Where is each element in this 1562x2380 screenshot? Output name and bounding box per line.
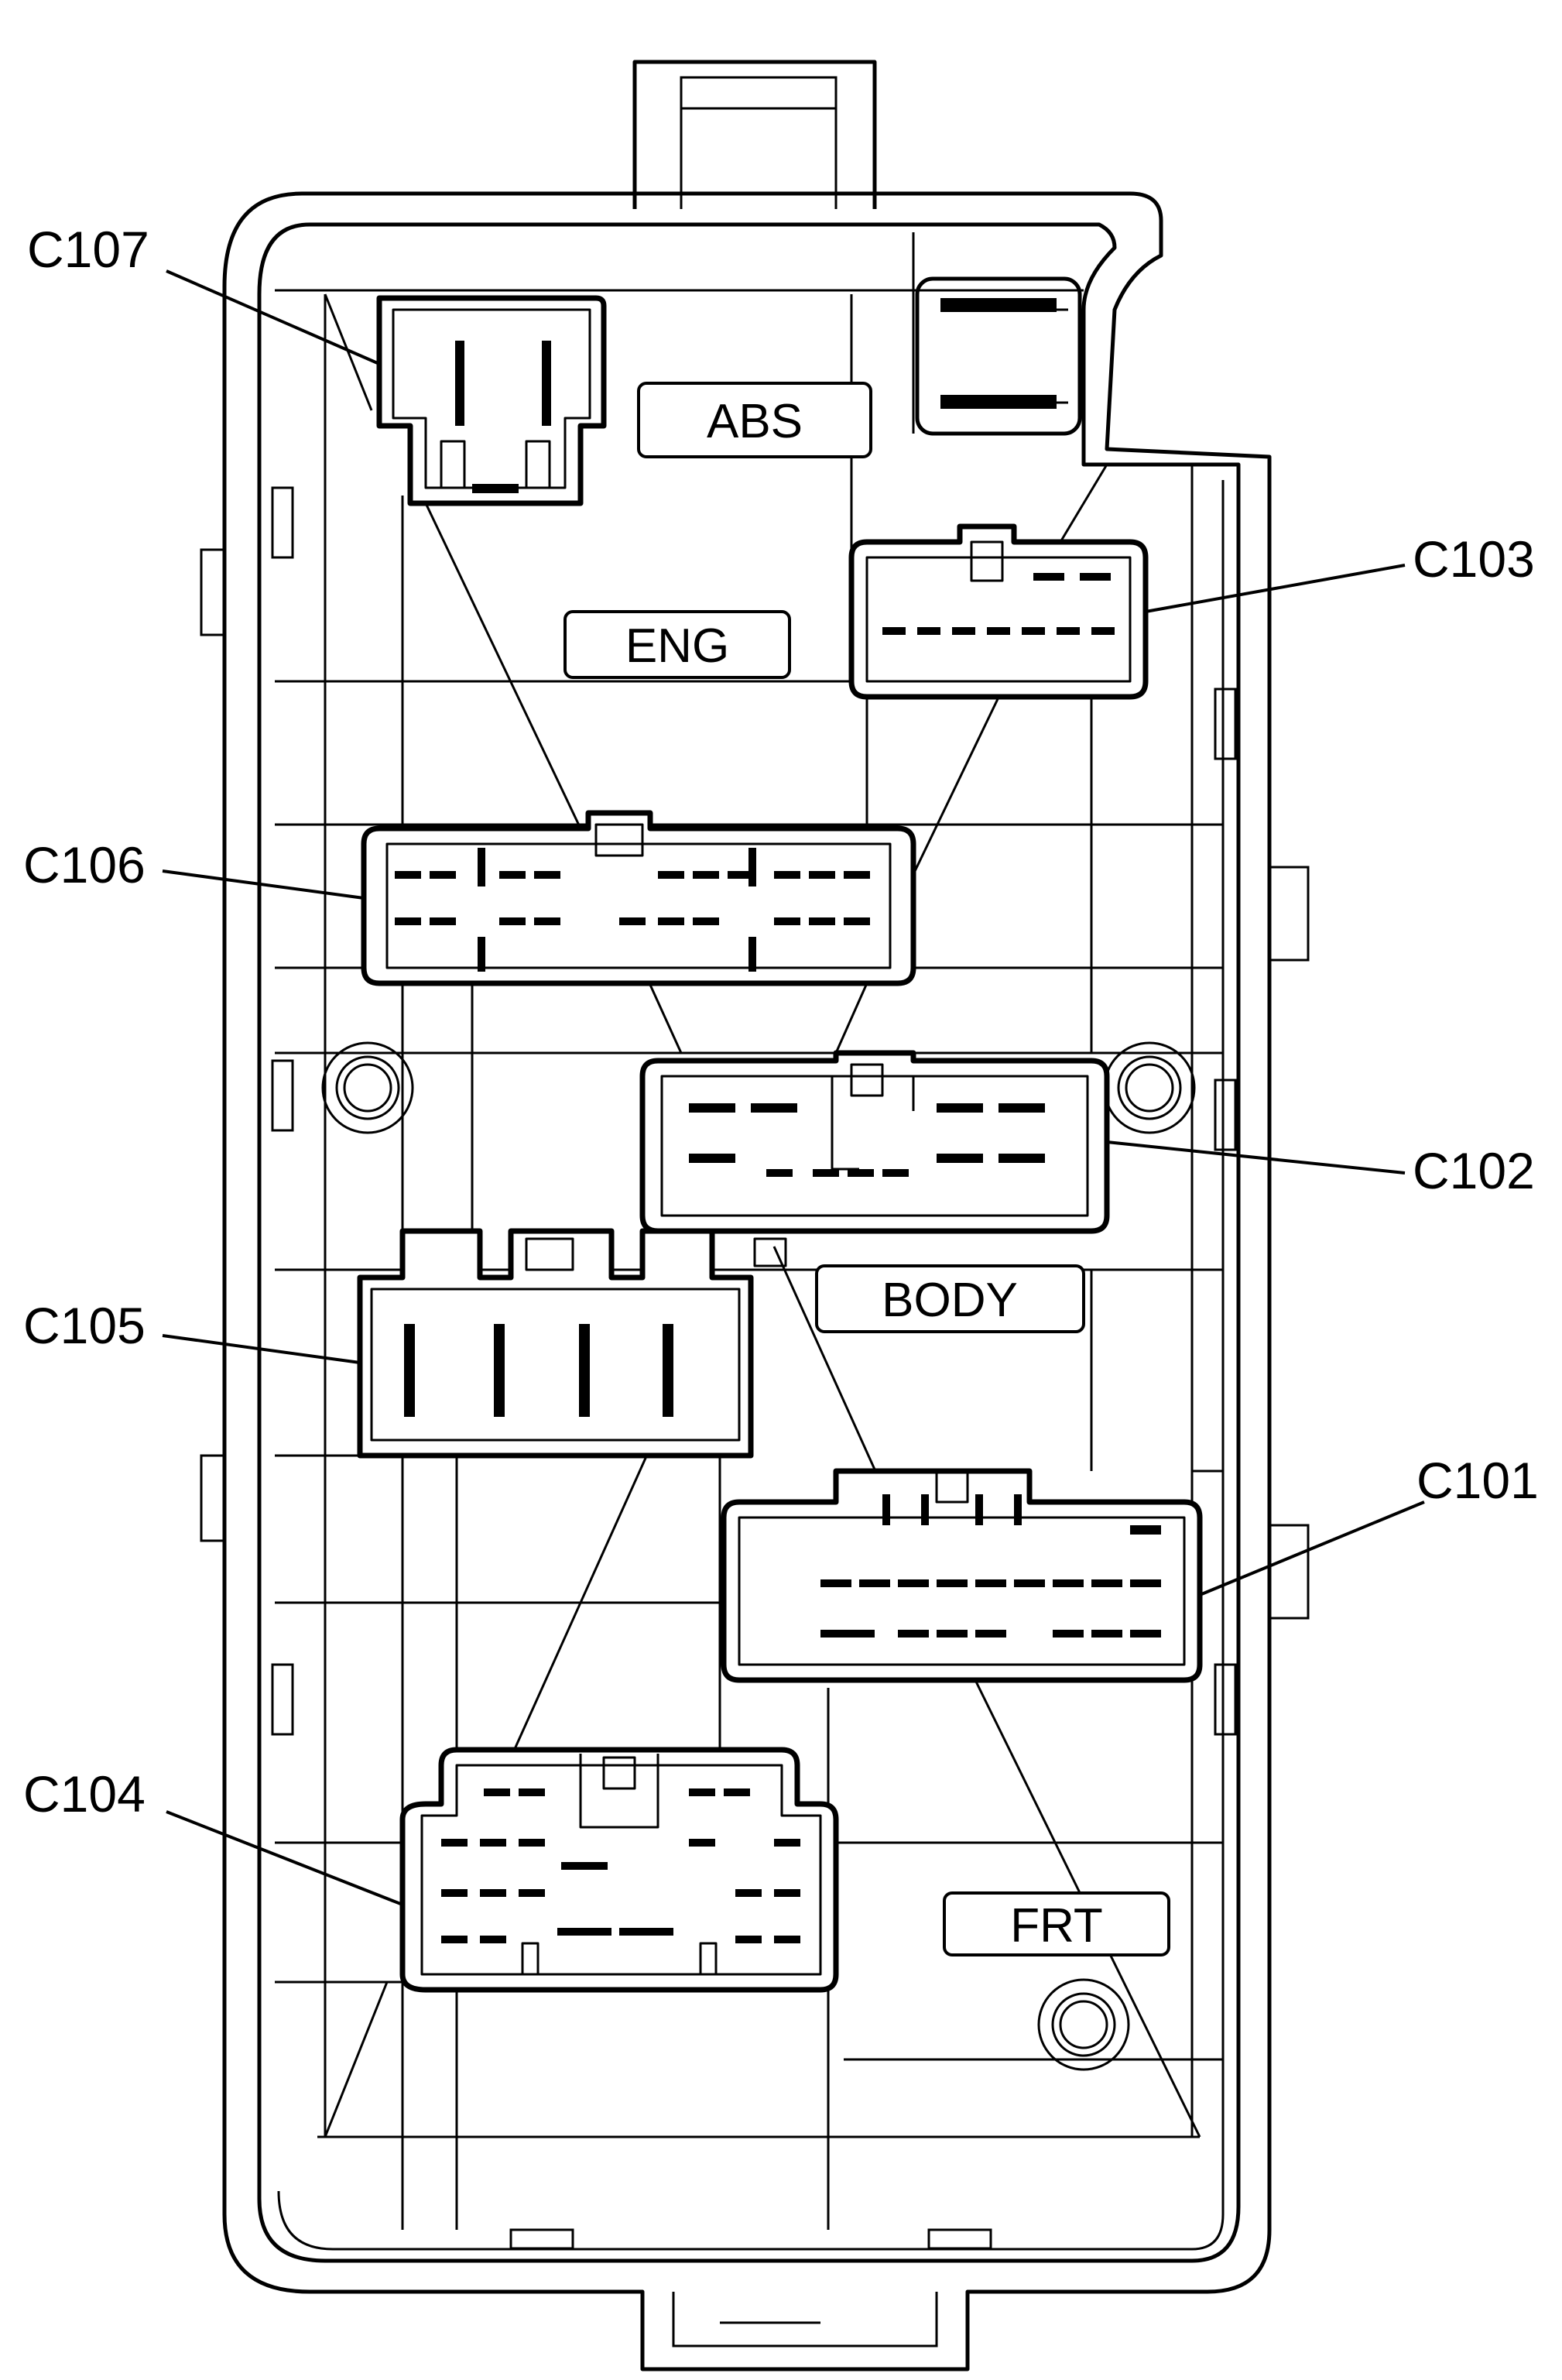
tag-eng: ENG xyxy=(563,610,791,679)
c105-blade-pins xyxy=(404,1324,673,1417)
svg-text:ENG: ENG xyxy=(625,619,729,673)
label-c106: C106 xyxy=(23,836,146,893)
label-c105: C105 xyxy=(23,1297,146,1354)
c102-pin-row-top xyxy=(689,1103,1045,1113)
svg-text:FRT: FRT xyxy=(1010,1899,1102,1953)
c104-pin-grid xyxy=(441,1788,800,1943)
connector-c104 xyxy=(399,1747,839,1993)
connector-c107 xyxy=(376,295,607,506)
relay-slot xyxy=(915,276,1082,436)
connector-c102 xyxy=(639,1050,1110,1267)
c102-pin-row-bottom xyxy=(689,1154,1045,1177)
c106-pin-row-top xyxy=(395,871,870,879)
connector-c101 xyxy=(721,1468,1203,1683)
c103-pin-row-top xyxy=(1033,573,1111,581)
label-c107: C107 xyxy=(27,221,149,278)
c101-pin-row-bottom xyxy=(820,1630,1161,1638)
connector-c106 xyxy=(361,810,916,986)
callout-leaders xyxy=(162,269,1425,1906)
label-c103: C103 xyxy=(1413,530,1535,588)
svg-text:BODY: BODY xyxy=(882,1274,1018,1327)
connector-c103 xyxy=(848,523,1149,700)
housing xyxy=(200,60,1310,2371)
c103-pin-row-bottom xyxy=(882,627,1115,635)
tag-frt: FRT xyxy=(943,1891,1170,1956)
tag-body: BODY xyxy=(815,1264,1085,1333)
label-c101: C101 xyxy=(1416,1452,1539,1509)
mounting-holes xyxy=(321,1041,1196,2071)
svg-text:ABS: ABS xyxy=(707,395,803,448)
connector-c105 xyxy=(357,1228,754,1459)
label-c102: C102 xyxy=(1413,1142,1535,1199)
c101-pin-row-top xyxy=(820,1579,1161,1587)
tag-abs: ABS xyxy=(637,382,872,458)
label-c104: C104 xyxy=(23,1765,146,1823)
c106-pin-row-bottom xyxy=(395,917,870,925)
